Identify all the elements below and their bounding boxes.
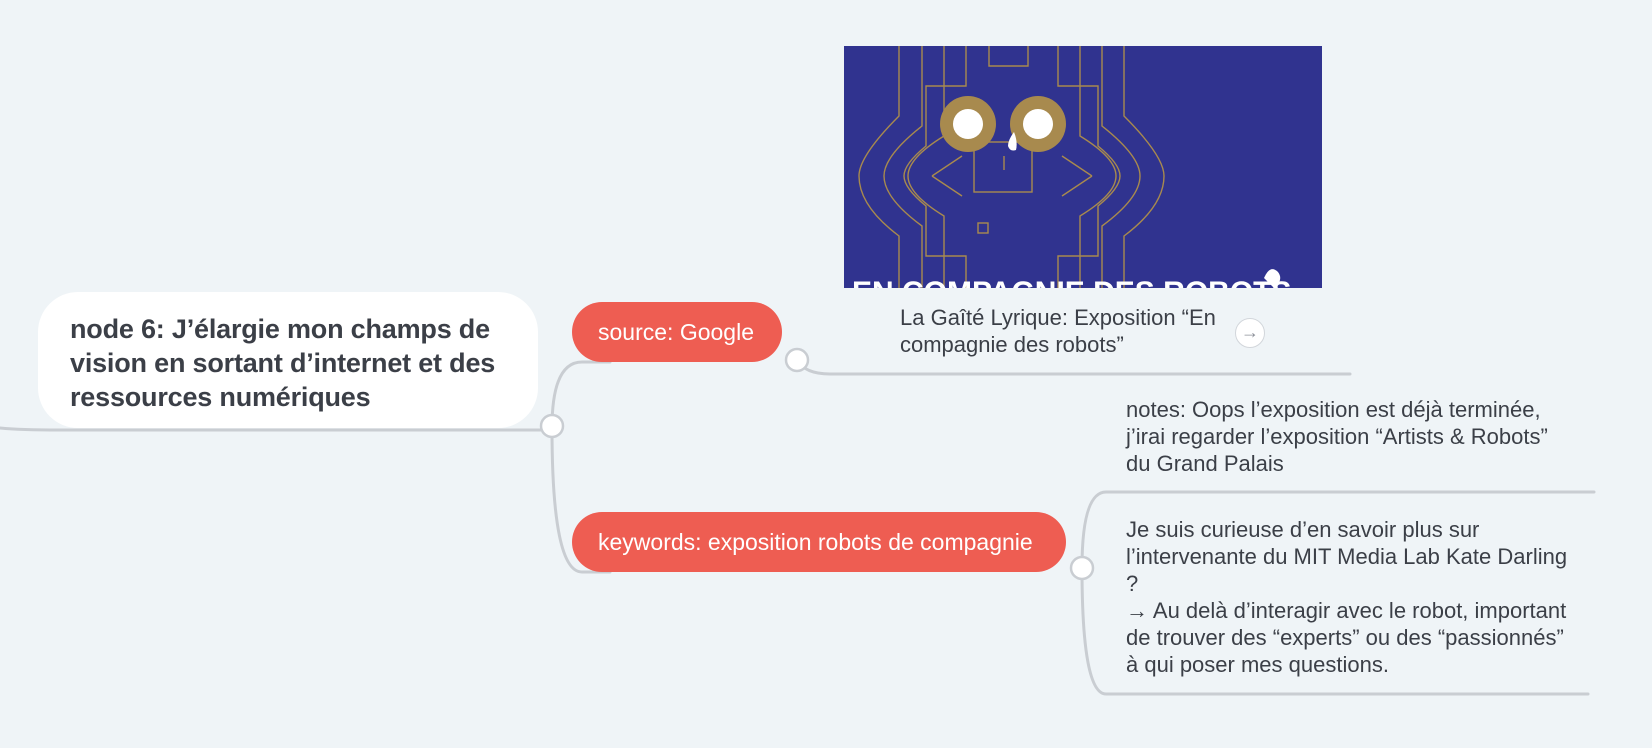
trunk-to-source <box>550 360 612 430</box>
maze-lines-illustration <box>858 46 1165 288</box>
source-to-link <box>795 358 1352 376</box>
keywords-to-note-1 <box>1080 490 1596 570</box>
keywords-topic[interactable]: keywords: exposition robots de compagnie <box>572 512 1066 572</box>
note-kate-darling[interactable]: Je suis curieuse d’en savoir plus sur l’… <box>1126 516 1576 678</box>
note-exhibition-ended[interactable]: notes: Oops l’exposition est déjà termin… <box>1126 397 1548 476</box>
logo-mark <box>1264 269 1281 288</box>
arrow-right-icon[interactable]: → <box>1235 318 1265 348</box>
source-collapse-handle[interactable] <box>784 347 810 373</box>
root-topic[interactable]: node 6: J’élargie mon champs de vision e… <box>38 292 538 428</box>
robot-eyes-illustration <box>940 96 1066 152</box>
parent-connector <box>0 426 554 432</box>
root-collapse-handle[interactable] <box>539 413 565 439</box>
source-topic[interactable]: source: Google <box>572 302 782 362</box>
note-kate-darling-followup: → Au delà d’interagir avec le robot, imp… <box>1126 598 1567 677</box>
banner-caption: EN COMPAGNIE DES ROBOTS <box>852 269 1291 288</box>
link-title[interactable]: La Gaîté Lyrique: Exposition “En compagn… <box>900 305 1216 357</box>
note-kate-darling-question: Je suis curieuse d’en savoir plus sur l’… <box>1126 517 1568 596</box>
trunk-to-keywords <box>550 426 612 574</box>
root-topic-title: node 6: J’élargie mon champs de vision e… <box>70 314 496 412</box>
keywords-collapse-handle[interactable] <box>1069 555 1095 581</box>
keywords-to-note-2 <box>1080 566 1590 696</box>
exhibition-image: EN COMPAGNIE DES ROBOTS <box>844 46 1322 288</box>
svg-text:EN COMPAGNIE DES ROBOTS: EN COMPAGNIE DES ROBOTS <box>852 276 1291 288</box>
